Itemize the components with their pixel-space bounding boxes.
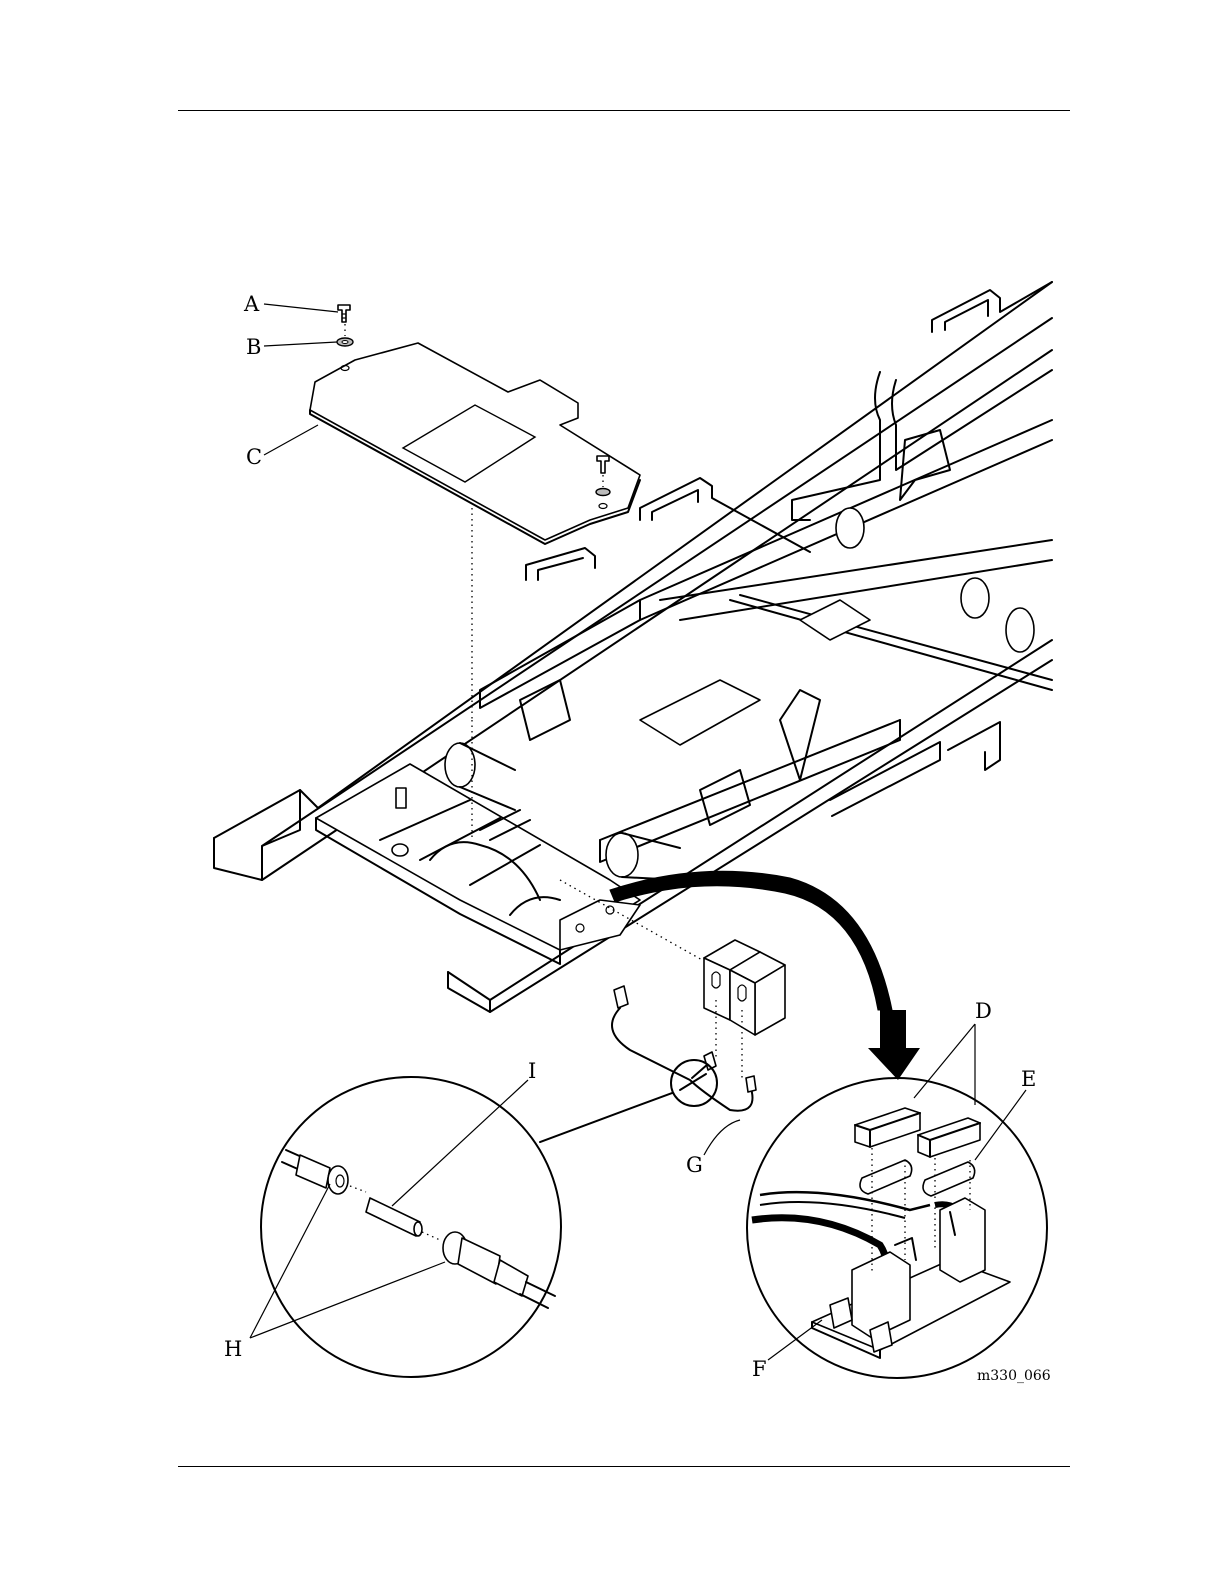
callout-f: F — [752, 1357, 767, 1381]
zoom-leader-left — [540, 1093, 672, 1142]
callout-b: B — [246, 335, 261, 359]
callout-c: C — [246, 445, 262, 469]
callout-g: G — [686, 1153, 703, 1177]
callout-a: A — [243, 292, 260, 316]
callout-h: H — [224, 1337, 242, 1361]
screw-a — [338, 305, 350, 322]
callout-d: D — [975, 999, 992, 1023]
figure-id: m330_066 — [977, 1368, 1051, 1384]
callout-i: I — [528, 1059, 536, 1083]
cover-plate — [310, 343, 640, 544]
detail-circle-inline-fuse — [261, 1077, 561, 1377]
washer-b — [337, 338, 353, 346]
callout-e: E — [1021, 1067, 1036, 1091]
batteries — [704, 940, 785, 1080]
